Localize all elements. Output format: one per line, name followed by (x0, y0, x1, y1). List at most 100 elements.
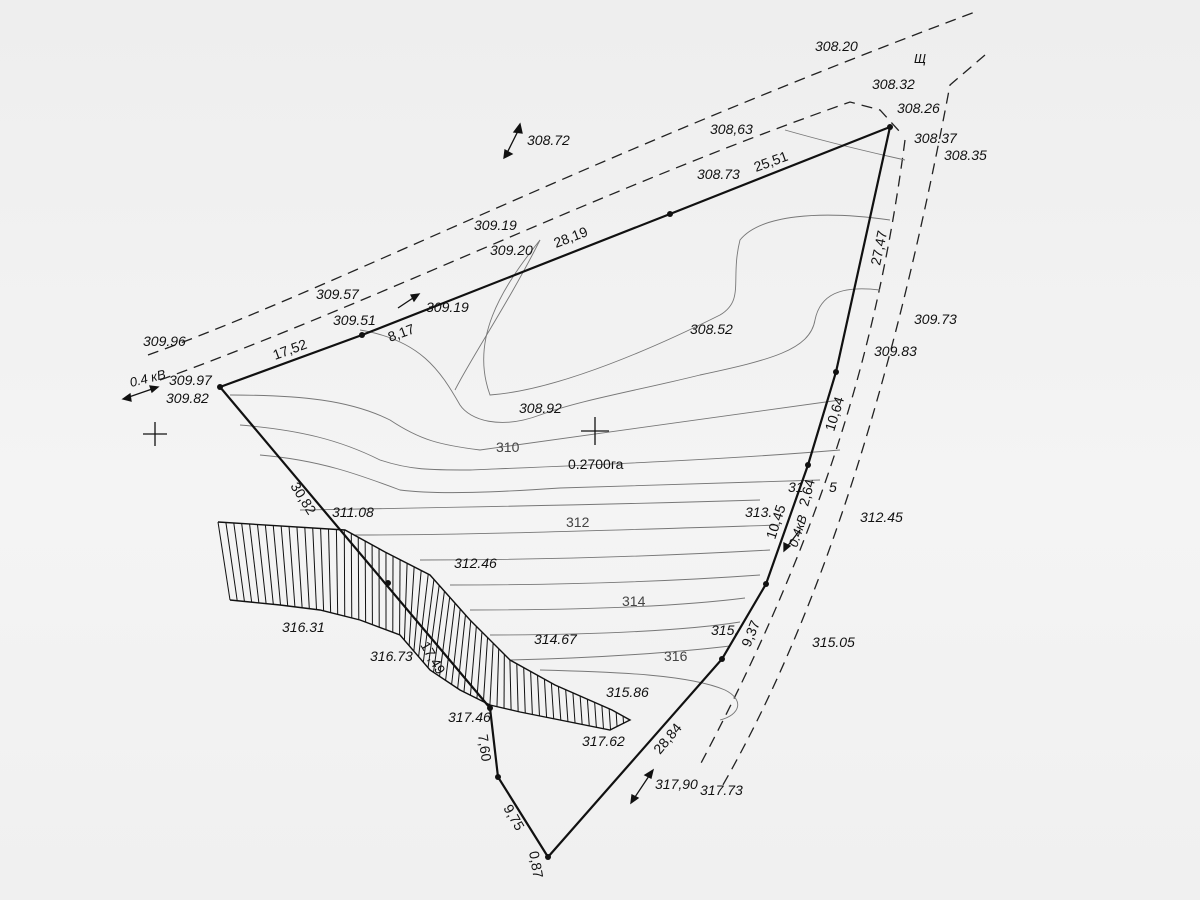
elevation-label: 312.45 (860, 509, 903, 525)
hatch-line (439, 597, 451, 677)
hatch-line (312, 527, 317, 610)
contour-line (489, 621, 741, 636)
contour-line (449, 574, 761, 586)
contour-line (259, 454, 821, 494)
cross-marker-center (581, 417, 609, 445)
boundary-vertices (217, 124, 893, 860)
side-length-label: 28,84 (650, 720, 685, 757)
elevation-label: 317.73 (700, 782, 743, 798)
hatch-line (565, 689, 569, 722)
contour-line (299, 499, 761, 511)
double-arrow-icon (783, 529, 801, 553)
vertex-point (667, 211, 673, 217)
contour-line (359, 288, 881, 423)
elevation-label: 312.46 (454, 555, 497, 571)
dashed-road-edges (147, 11, 986, 791)
side-length-label: 0,87 (526, 850, 547, 880)
side-length-label: 2,64 (795, 477, 818, 508)
contour-line (354, 524, 781, 536)
contour-line (419, 549, 771, 561)
hatch-line (422, 579, 435, 663)
elevation-label: 317.62 (582, 733, 625, 749)
contour-labels: 310 312 314 316 (496, 439, 688, 664)
hatch-line (249, 523, 260, 603)
hatch-line (296, 526, 303, 608)
double-arrow-icon (630, 768, 655, 805)
shch-label: Щ (914, 51, 926, 66)
double-arrow-icon (503, 122, 523, 160)
elevation-label: 309.83 (874, 343, 917, 359)
hatch-line (523, 667, 526, 714)
contour-line (539, 669, 738, 721)
parcel-boundary (218, 125, 892, 859)
hatch-line (572, 692, 576, 724)
vertex-point (763, 581, 769, 587)
hatch-line (579, 695, 583, 725)
hatch-line (543, 679, 548, 718)
hatch-line (272, 525, 282, 606)
side-length-label: 27,47 (867, 229, 890, 267)
elevation-label: 31 (788, 479, 804, 495)
elevation-label: 309.57 (316, 286, 360, 302)
hatch-line (357, 537, 360, 620)
vertex-point (719, 656, 725, 662)
contour-line (469, 597, 746, 611)
hatch-line (304, 527, 310, 609)
hatch-line (217, 521, 231, 601)
elevation-label: 313. (745, 504, 772, 520)
road-edge-right-inner (699, 139, 906, 766)
double-arrow-icon (397, 293, 421, 309)
vertex-point (487, 705, 493, 711)
elevation-label: 317,90 (655, 776, 698, 792)
contour-line (483, 214, 891, 396)
elevation-label: 308.32 (872, 76, 915, 92)
power-line-label: 0.4 кВ (128, 366, 167, 389)
elevation-label: 309.19 (426, 299, 469, 315)
vertex-point (217, 384, 223, 390)
hatch-line (233, 522, 245, 602)
elevation-label: 308.20 (815, 38, 858, 54)
road-edge-outer (147, 11, 976, 356)
hatch-line (594, 702, 597, 728)
vertex-point (495, 774, 501, 780)
hatch-line (433, 591, 445, 673)
road-edge-inner (159, 101, 901, 381)
elevation-label: 311.08 (332, 504, 374, 520)
contour-label: 316 (664, 648, 688, 664)
hatch-line (537, 675, 540, 716)
hatch-line (288, 526, 296, 607)
elevation-label: 308.26 (897, 100, 940, 116)
contour-line (784, 129, 906, 161)
side-length-label: 25,51 (752, 148, 791, 175)
hatch-line (469, 626, 477, 696)
hatch-line (530, 671, 533, 715)
hatch-line (413, 570, 422, 652)
elevation-label: 316.31 (282, 619, 325, 635)
hatch-line (264, 524, 274, 605)
hatch-line (427, 585, 440, 668)
hatch-line (557, 686, 562, 721)
elevation-label: 308.35 (944, 147, 987, 163)
elevation-label: 309.73 (914, 311, 957, 327)
hatch-line (615, 712, 618, 727)
contour-line (239, 424, 841, 471)
parcel-area-label: 0.2700га (568, 456, 624, 472)
vertex-point (887, 124, 893, 130)
slope-outline (217, 521, 632, 731)
hatch-line (516, 663, 519, 712)
hatch-line (418, 574, 429, 657)
elevation-label: 309.20 (490, 242, 533, 258)
contour-label: 312 (566, 514, 590, 530)
side-length-label: 7,60 (475, 733, 495, 762)
cross-markers (143, 417, 609, 446)
hatch-line (328, 528, 332, 613)
elevation-label: 315.86 (606, 684, 649, 700)
hatch-line (256, 524, 267, 604)
elevation-label: 315.05 (812, 634, 855, 650)
elevation-label: 309.96 (143, 333, 186, 349)
elevation-labels: 308.20 308.32 308.26 308.37 308.35 308,6… (143, 38, 987, 798)
double-arrows (121, 122, 801, 805)
hatch-line (457, 614, 466, 689)
